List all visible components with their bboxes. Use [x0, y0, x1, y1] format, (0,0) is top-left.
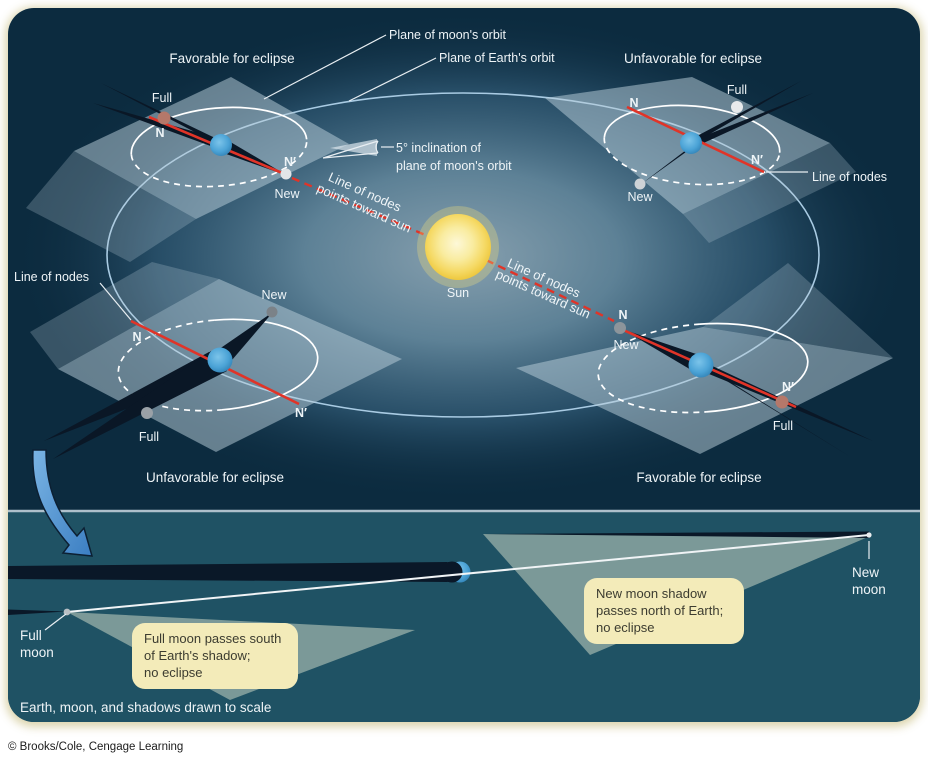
- node-n-label: N: [629, 96, 638, 110]
- caption-favorable: Favorable for eclipse: [169, 51, 294, 66]
- earth-orbit-plane-patch: [30, 262, 219, 369]
- shadow-cone: [684, 81, 801, 149]
- caption-favorable: Favorable for eclipse: [636, 470, 761, 485]
- angle-wedge: [322, 140, 379, 159]
- shadow-cone: [640, 141, 698, 185]
- new-moon-icon: [266, 306, 278, 318]
- moon-orbit-back: [117, 319, 222, 412]
- new-moon-label: New: [261, 288, 287, 302]
- inclination-label-line1: 5° inclination of: [396, 141, 481, 155]
- new-moon-shadow-sliver: [483, 531, 869, 538]
- moon-orbit-back: [597, 323, 707, 414]
- moon-orbit-back: [130, 139, 308, 188]
- callout-full-line2: of Earth's shadow;: [144, 648, 251, 663]
- full-moon-icon: [157, 111, 171, 125]
- full-moon-label: Full: [727, 83, 747, 97]
- shadow-cone: [686, 93, 813, 151]
- full-moon-icon-scale: [63, 608, 71, 616]
- full-moon-label: Full: [152, 91, 172, 105]
- line-of-nodes-dashed-left: [291, 176, 431, 239]
- node-n-label: N: [618, 308, 627, 322]
- config-top-left: Favorable for eclipse Full N N′ New: [26, 51, 377, 262]
- detail-arrow-icon: [32, 449, 94, 557]
- new-moon-label: New: [274, 187, 300, 201]
- moon-path-line: [66, 534, 870, 613]
- earth-orbit-plane-patch: [683, 143, 856, 243]
- new-moon-icon: [634, 178, 646, 190]
- callout-full-moon: [132, 623, 298, 689]
- node-nprime-label: N′: [284, 155, 296, 169]
- new-moon-label: New: [627, 190, 653, 204]
- sun-icon: [425, 214, 491, 280]
- line-of-nodes-dashed-right: [485, 258, 615, 323]
- caption-unfavorable: Unfavorable for eclipse: [146, 470, 284, 485]
- callout-new-line3: no eclipse: [596, 620, 655, 635]
- inclination-fan: [330, 139, 377, 156]
- callout-new-line2: passes north of Earth;: [596, 603, 723, 618]
- plane-of-earths-orbit-label: Plane of Earth's orbit: [439, 51, 555, 65]
- plane-earth-pointer: [348, 57, 437, 102]
- line-of-nodes-label-left: Line of nodes: [14, 270, 89, 284]
- caption-unfavorable: Unfavorable for eclipse: [624, 51, 762, 66]
- full-moon-label-line2: moon: [20, 645, 54, 660]
- scale-note: Earth, moon, and shadows drawn to scale: [20, 700, 271, 715]
- config-top-right: Unfavorable for eclipse Full N N′ New Li…: [545, 51, 887, 243]
- inclination-label-line2: plane of moon's orbit: [396, 159, 512, 173]
- new-moon-label-line2: moon: [852, 582, 886, 597]
- earth-icon: [207, 347, 233, 373]
- node-nprime-label: N′: [751, 153, 763, 167]
- scale-panel: Full moon New moon Full moon passes sout…: [8, 531, 886, 715]
- earth-icon: [210, 134, 232, 156]
- node-n-label: N: [155, 126, 164, 140]
- earth-shadow-band: [8, 562, 447, 582]
- earth-orbit-plane-patch: [26, 151, 196, 262]
- full-moon-icon: [731, 101, 743, 113]
- new-moon-icon-scale: [866, 532, 872, 538]
- credit-line: © Brooks/Cole, Cengage Learning: [8, 741, 184, 753]
- earth-icon: [688, 352, 714, 378]
- inclination-angle-indicator: [322, 140, 394, 159]
- shadow-cone: [53, 351, 227, 459]
- full-moon-label: Full: [773, 419, 793, 433]
- node-n-label: N: [132, 330, 141, 344]
- full-moon-shadow-sliver: [8, 609, 66, 615]
- line-of-nodes-pointer: [99, 282, 132, 321]
- shadow-cone: [93, 103, 227, 152]
- plane-of-moons-orbit-label: Plane of moon's orbit: [389, 28, 507, 42]
- full-moon-icon: [775, 395, 789, 409]
- earth-orbit-ellipse: [106, 92, 820, 418]
- moon-orbit-front: [214, 318, 319, 411]
- line-of-nodes-label-right: Line of nodes: [812, 170, 887, 184]
- callout-new-moon: [584, 578, 744, 644]
- full-moon-pointer: [44, 613, 67, 631]
- shadow-cone: [692, 358, 849, 456]
- moon-orbit-front: [130, 106, 308, 155]
- full-moon-icon: [141, 407, 153, 419]
- new-moon-label: New: [613, 338, 639, 352]
- moon-orbit-back: [603, 137, 781, 186]
- callout-full-line3: no eclipse: [144, 665, 203, 680]
- node-nprime-label: N′: [295, 406, 307, 420]
- callout-new-line1: New moon shadow: [596, 586, 707, 601]
- earth-icon: [680, 132, 702, 154]
- angle-arc: [375, 140, 379, 154]
- full-moon-label-line1: Full: [20, 628, 42, 643]
- new-moon-label-line1: New: [852, 565, 879, 580]
- node-nprime-label: N′: [782, 380, 794, 394]
- plane-moon-pointer: [263, 34, 387, 100]
- earth-night-side: [441, 561, 463, 583]
- moon-orbit-front: [699, 322, 809, 413]
- moon-orbit-plane: [516, 327, 893, 454]
- sun-label: Sun: [447, 286, 469, 300]
- moon-orbit-front: [603, 104, 781, 153]
- new-moon-icon: [280, 168, 292, 180]
- full-moon-label: Full: [139, 430, 159, 444]
- config-bottom-right: Favorable for eclipse N New N′ Full: [516, 263, 893, 485]
- config-bottom-left: Unfavorable for eclipse New N N′ Full Li…: [14, 262, 402, 485]
- callout-full-line1: Full moon passes south: [144, 631, 281, 646]
- new-moon-icon: [614, 322, 626, 334]
- earth-orbit-plane-patch: [703, 263, 893, 358]
